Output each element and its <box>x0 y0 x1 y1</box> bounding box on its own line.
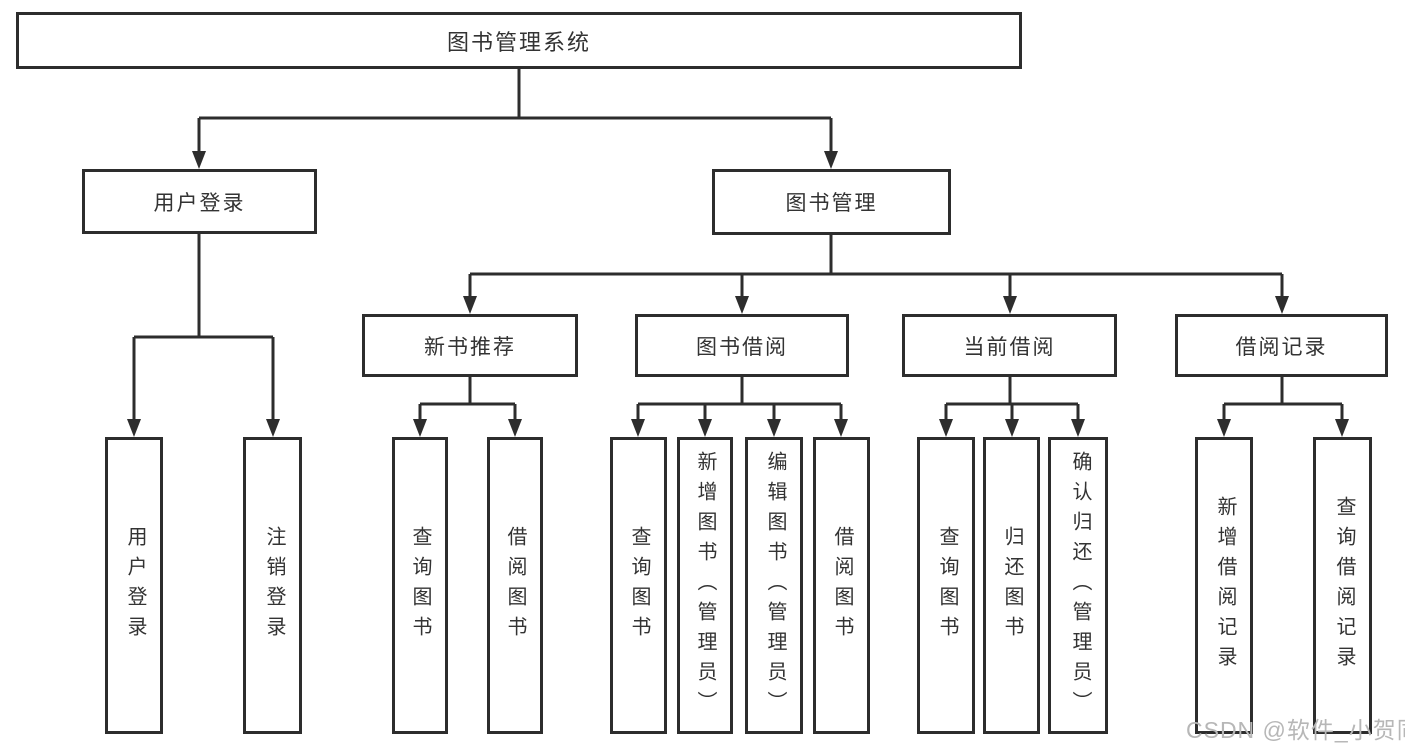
leaf-add-book-admin: 新增图书（管理员） <box>677 437 733 734</box>
arrow-down-icon <box>631 419 645 437</box>
node-book-borrowing: 图书借阅 <box>635 314 849 377</box>
leaf-return-book: 归还图书 <box>983 437 1040 734</box>
arrow-down-icon <box>698 419 712 437</box>
arrow-down-icon <box>266 419 280 437</box>
node-borrow-records: 借阅记录 <box>1175 314 1388 377</box>
arrow-down-icon <box>939 419 953 437</box>
leaf-borrow-book: 借阅图书 <box>813 437 870 734</box>
node-current-borrowing: 当前借阅 <box>902 314 1117 377</box>
arrow-down-icon <box>1335 419 1349 437</box>
node-user-login: 用户登录 <box>82 169 317 234</box>
leaf-confirm-return-admin: 确认归还（管理员） <box>1048 437 1108 734</box>
node-book-management: 图书管理 <box>712 169 951 235</box>
arrow-down-icon <box>834 419 848 437</box>
leaf-logout-login: 注销登录 <box>243 437 302 734</box>
node-new-book-recommend: 新书推荐 <box>362 314 578 377</box>
leaf-edit-book-admin: 编辑图书（管理员） <box>745 437 803 734</box>
node-root: 图书管理系统 <box>16 12 1022 69</box>
arrow-down-icon <box>192 151 206 169</box>
leaf-query-book-borrowing: 查询图书 <box>610 437 667 734</box>
leaf-query-borrow-record: 查询借阅记录 <box>1313 437 1372 734</box>
leaf-query-book-current: 查询图书 <box>917 437 975 734</box>
arrow-down-icon <box>508 419 522 437</box>
leaf-borrow-book-recommend: 借阅图书 <box>487 437 543 734</box>
arrow-down-icon <box>1071 419 1085 437</box>
arrow-down-icon <box>1217 419 1231 437</box>
arrow-down-icon <box>413 419 427 437</box>
leaf-query-book-recommend: 查询图书 <box>392 437 448 734</box>
arrow-down-icon <box>767 419 781 437</box>
arrow-down-icon <box>1275 296 1289 314</box>
leaf-add-borrow-record: 新增借阅记录 <box>1195 437 1253 734</box>
leaf-user-login: 用户登录 <box>105 437 163 734</box>
tree-edges <box>132 69 1344 421</box>
arrow-down-icon <box>824 151 838 169</box>
arrow-down-icon <box>1005 419 1019 437</box>
csdn-watermark: CSDN @软件_小贺同学 <box>1186 717 1405 743</box>
arrowheads <box>127 151 1349 437</box>
arrow-down-icon <box>463 296 477 314</box>
arrow-down-icon <box>735 296 749 314</box>
arrow-down-icon <box>1003 296 1017 314</box>
arrow-down-icon <box>127 419 141 437</box>
